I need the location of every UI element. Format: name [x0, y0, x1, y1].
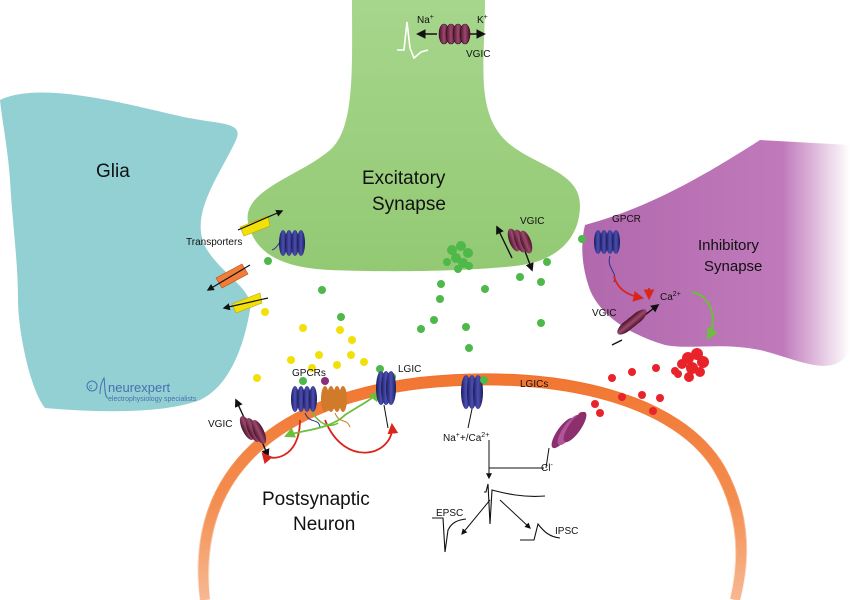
vgic-excitatory — [496, 225, 534, 272]
label-ipsc: IPSC — [555, 526, 578, 537]
epsc-trace — [432, 517, 467, 553]
label-inhibitory-line1: Inhibitory — [698, 237, 759, 254]
action-potential-trace — [397, 21, 429, 60]
label-k-top: K+ — [477, 14, 488, 26]
neurexpert-logo: c neurexpert electrophysiology specialis… — [86, 376, 197, 403]
vgic-postsynaptic — [234, 398, 270, 458]
logo-tagline: electrophysiology specialists — [108, 396, 197, 403]
excitatory-synapse — [247, 0, 581, 272]
inhibitory-gpcr — [594, 230, 655, 302]
label-postsynaptic-line1: Postsynaptic — [262, 489, 370, 510]
postsynaptic-membrane — [197, 373, 748, 600]
ca-feedback-arrow — [691, 291, 718, 341]
label-excitatory-line1: Excitatory — [362, 168, 446, 189]
label-na-top: Na+ — [417, 14, 434, 26]
label-ca-inhibitory: Ca2+ — [660, 291, 681, 303]
lgics-receptor-glutamate — [461, 375, 488, 429]
label-postsynaptic-line2: Neuron — [293, 514, 355, 535]
glia-cell — [0, 92, 251, 412]
label-inhibitory-line2: Synapse — [704, 258, 762, 275]
logo-name: neurexpert — [108, 380, 171, 395]
inhibitory-synapse — [582, 140, 850, 366]
presynaptic-gpcr — [271, 230, 305, 256]
label-gpcrs: GPCRs — [292, 368, 326, 379]
gpcr-modulation-arrows — [261, 390, 399, 465]
label-transporters: Transporters — [186, 237, 242, 248]
label-vgic-top: VGIC — [466, 49, 490, 60]
gaba-release-cluster — [674, 348, 709, 382]
transporter-orange — [206, 263, 251, 291]
summed-current-trace — [484, 483, 546, 525]
label-lgics: LGICs — [520, 379, 548, 390]
vgic-inhibitory — [611, 303, 660, 346]
label-gpcr-inhibitory: GPCR — [612, 214, 641, 225]
lgics-receptor-gaba — [545, 411, 587, 469]
vgic-top — [416, 23, 486, 45]
label-excitatory-line2: Synapse — [372, 194, 446, 215]
glutamate-release-cluster — [443, 241, 473, 273]
svg-text:c: c — [89, 384, 93, 391]
label-vgic-postsynaptic: VGIC — [208, 419, 232, 430]
label-glia: Glia — [96, 161, 130, 182]
label-naca: Na++/Ca2+ — [443, 432, 489, 444]
label-cl: Cl- — [541, 462, 553, 474]
label-vgic-excitatory: VGIC — [520, 216, 544, 227]
label-lgic: LGIC — [398, 364, 421, 375]
transporter-yellow-1 — [237, 209, 284, 237]
current-summation-lines — [461, 440, 544, 535]
lgic-receptor — [376, 371, 396, 429]
neuromodulator-molecules — [253, 308, 368, 382]
label-epsc: EPSC — [436, 508, 463, 519]
label-vgic-inhibitory: VGIC — [592, 308, 616, 319]
transporter-yellow-2 — [222, 292, 269, 314]
ipsc-trace — [520, 522, 561, 541]
